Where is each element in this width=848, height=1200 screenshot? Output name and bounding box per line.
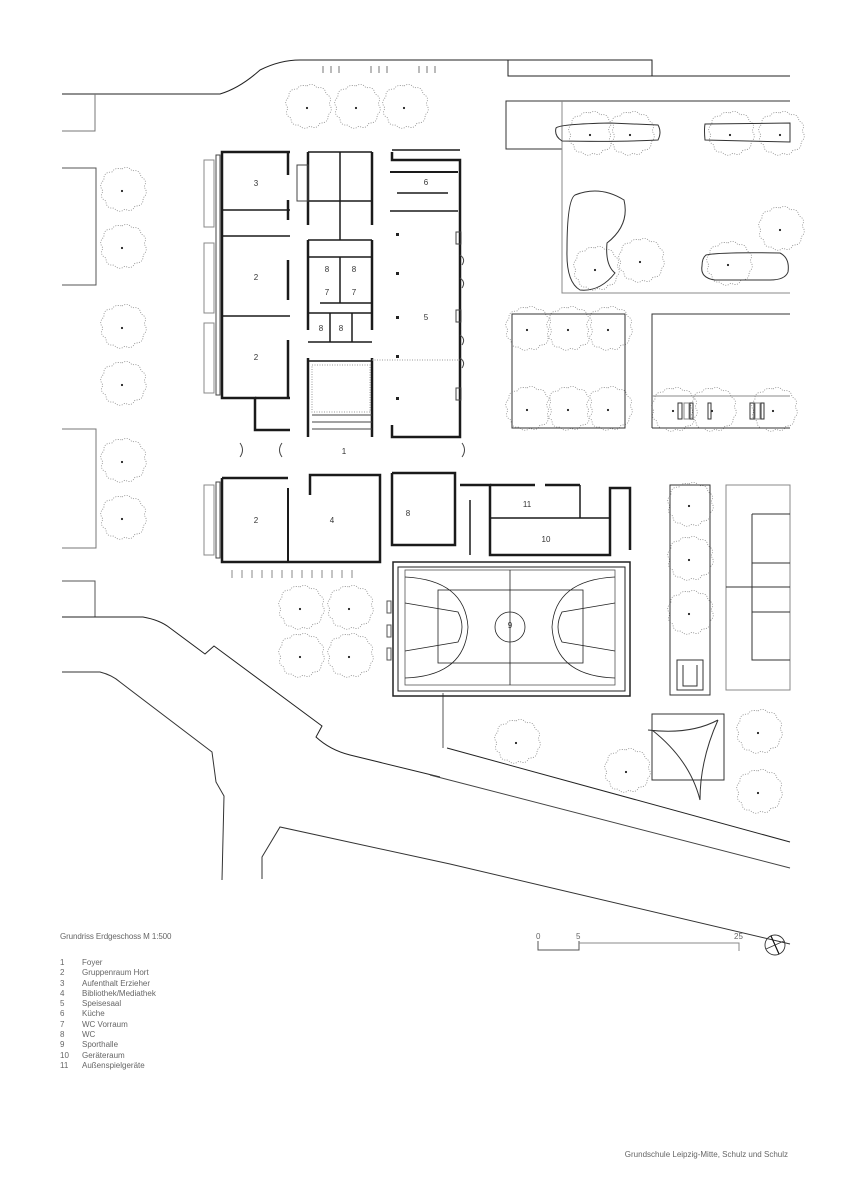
scale-tick-5: 5 xyxy=(576,932,581,941)
legend-label: Foyer xyxy=(82,958,103,967)
legend-number: 5 xyxy=(60,999,65,1009)
room-number-label: 4 xyxy=(330,516,335,525)
sports-hall xyxy=(386,561,631,697)
room-number-label: 8 xyxy=(339,324,344,333)
legend-item: 5 Speisesaal xyxy=(60,999,156,1009)
legend-item: 8 WC xyxy=(60,1030,156,1040)
legend-number: 7 xyxy=(60,1019,65,1029)
room-number-label: 2 xyxy=(254,353,259,362)
legend-label: Geräteraum xyxy=(82,1050,125,1060)
room-labels: 3 2 2 6 8 8 7 7 8 8 5 1 2 4 8 11 10 9 xyxy=(254,178,551,630)
legend-number: 11 xyxy=(60,1060,69,1070)
legend-label: Aufenthalt Erzieher xyxy=(82,978,151,988)
legend-label: Außenspielgeräte xyxy=(82,1060,145,1070)
room-number-label: 3 xyxy=(254,179,259,188)
scale-tick-25: 25 xyxy=(734,932,743,941)
room-number-label: 8 xyxy=(352,265,357,274)
scale-tick-0: 0 xyxy=(536,932,541,941)
drawing-title: Grundriss Erdgeschoss M 1:500 xyxy=(60,932,172,941)
legend-label: Bibliothek/Mediathek xyxy=(82,988,156,998)
site-lines xyxy=(62,59,791,945)
legend-item: 11 Außenspielgeräte xyxy=(60,1061,156,1071)
legend-number: 1 xyxy=(60,958,65,967)
room-number-label: 7 xyxy=(352,288,357,297)
room-number-label: 1 xyxy=(342,447,347,456)
room-number-label: 2 xyxy=(254,516,259,525)
room-number-label: 8 xyxy=(406,509,411,518)
room-number-label: 5 xyxy=(424,313,429,322)
room-number-label: 10 xyxy=(542,535,551,544)
legend-number: 6 xyxy=(60,1009,65,1019)
scale-bar xyxy=(537,941,740,951)
room-number-label: 7 xyxy=(325,288,330,297)
room-number-label: 8 xyxy=(325,265,330,274)
legend-label: Gruppenraum Hort xyxy=(82,968,149,978)
room-number-label: 9 xyxy=(508,621,513,630)
room-number-label: 6 xyxy=(424,178,429,187)
project-footer: Grundschule Leipzig-Mitte, Schulz und Sc… xyxy=(624,1150,788,1159)
legend-label: WC Vorraum xyxy=(82,1019,128,1029)
legend-item: 7 WC Vorraum xyxy=(60,1020,156,1030)
building-walls xyxy=(220,149,632,564)
legend-item: 9 Sporthalle xyxy=(60,1040,156,1050)
legend-label: WC xyxy=(82,1030,96,1040)
room-legend: 1 Foyer 2 Gruppenraum Hort 3 Aufenthalt Erzie… xyxy=(60,958,156,1071)
legend-number: 8 xyxy=(60,1030,65,1040)
room-number-label: 2 xyxy=(254,273,259,282)
legend-number: 3 xyxy=(60,978,65,988)
legend-item: 10 Geräteraum xyxy=(60,1051,156,1061)
legend-item: 2 Gruppenraum Hort xyxy=(60,968,156,978)
legend-item: 6 Küche xyxy=(60,1009,156,1019)
legend-item: 1 Foyer xyxy=(60,958,156,968)
legend-number: 4 xyxy=(60,988,65,998)
legend-number: 10 xyxy=(60,1050,69,1060)
room-number-label: 11 xyxy=(523,500,532,509)
legend-label: Küche xyxy=(82,1009,105,1019)
legend-number: 9 xyxy=(60,1040,65,1050)
legend-item: 3 Aufenthalt Erzieher xyxy=(60,979,156,989)
legend-item: 4 Bibliothek/Mediathek xyxy=(60,989,156,999)
room-number-label: 8 xyxy=(319,324,324,333)
legend-label: Speisesaal xyxy=(82,999,122,1009)
legend-label: Sporthalle xyxy=(82,1040,119,1050)
north-arrow-icon xyxy=(764,934,786,956)
trees xyxy=(100,83,805,814)
legend-number: 2 xyxy=(60,968,65,978)
